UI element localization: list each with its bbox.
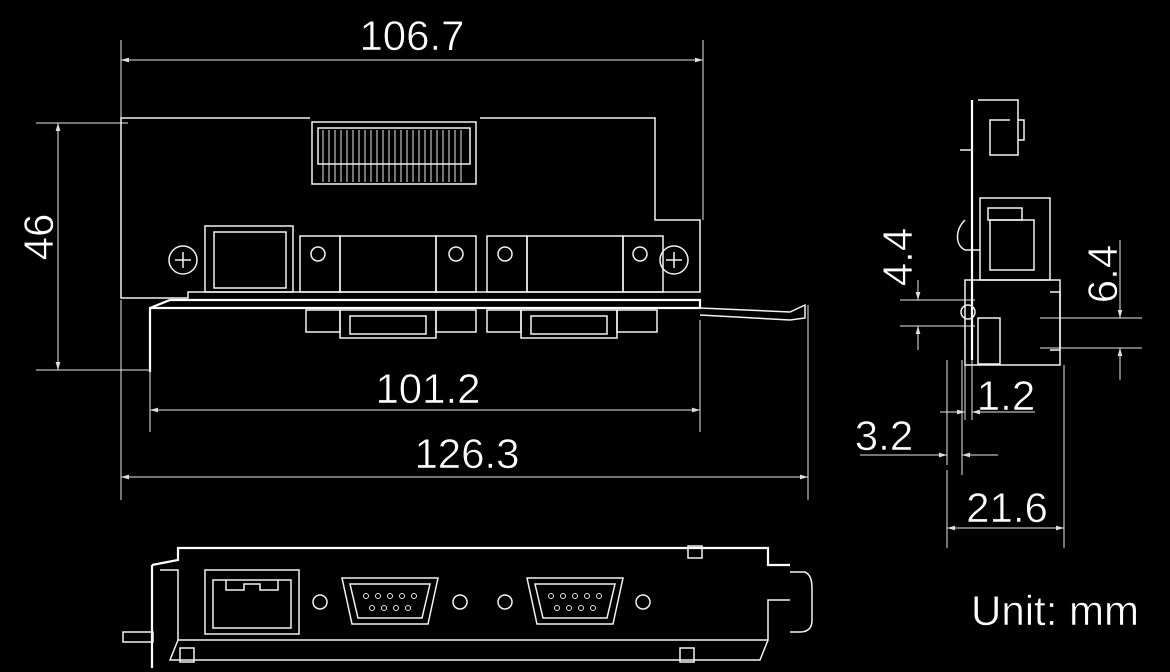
- serial-pin: [405, 605, 411, 611]
- serial-port-left: [312, 577, 468, 625]
- dim-label-126-3: 126.3: [414, 430, 519, 477]
- mounting-screws: [168, 245, 689, 275]
- serial-pin: [572, 593, 578, 599]
- side-view: 4.4 6.4 1.2 3.2: [855, 99, 1142, 548]
- serial-pin: [363, 593, 369, 599]
- dim-label-21-6: 21.6: [966, 484, 1048, 531]
- serial-pin: [548, 593, 554, 599]
- dim-label-46: 46: [15, 214, 62, 261]
- dimension-side-b: 6.4: [1040, 240, 1142, 380]
- dimension-height: 46: [15, 122, 150, 371]
- serial-pin: [596, 593, 602, 599]
- serial-pin: [411, 593, 417, 599]
- dim-label-6-4: 6.4: [1079, 245, 1126, 303]
- pcb-board: [120, 117, 701, 299]
- serial-pin: [566, 605, 572, 611]
- dimension-side-c: 1.2: [940, 350, 1035, 420]
- dim-label-1-2: 1.2: [977, 372, 1035, 419]
- serial-pin: [369, 605, 375, 611]
- dimension-width-overall: 126.3: [120, 300, 809, 500]
- bracket-face-view: [122, 545, 813, 668]
- dim-label-106-7: 106.7: [359, 12, 464, 59]
- front-connectors: [204, 225, 664, 339]
- bracket: [148, 298, 806, 372]
- serial-port-right: [497, 577, 651, 625]
- board-edge-connector: [311, 121, 477, 185]
- serial-pin: [578, 605, 584, 611]
- rj45-port: [204, 569, 300, 635]
- dim-label-3-2: 3.2: [855, 412, 913, 459]
- serial-pin: [560, 593, 566, 599]
- side-profile: [956, 99, 1061, 366]
- serial-pin: [584, 593, 590, 599]
- unit-note: Unit: mm: [971, 587, 1139, 634]
- serial-pin: [590, 605, 596, 611]
- dimension-width-top: 106.7: [120, 12, 704, 220]
- serial-pin: [381, 605, 387, 611]
- serial-pin: [393, 605, 399, 611]
- dim-label-4-4: 4.4: [874, 228, 921, 286]
- dimension-width-inner: 101.2: [149, 320, 701, 432]
- serial-pin: [375, 593, 381, 599]
- front-view: 106.7 46: [15, 12, 809, 500]
- serial-pin: [399, 593, 405, 599]
- dim-label-101-2: 101.2: [375, 365, 480, 412]
- serial-pin: [554, 605, 560, 611]
- serial-pin: [387, 593, 393, 599]
- dimension-side-depth: 21.6: [946, 365, 1065, 548]
- dimension-side-a: 4.4: [874, 228, 975, 350]
- dimension-side-d: 3.2: [855, 360, 998, 475]
